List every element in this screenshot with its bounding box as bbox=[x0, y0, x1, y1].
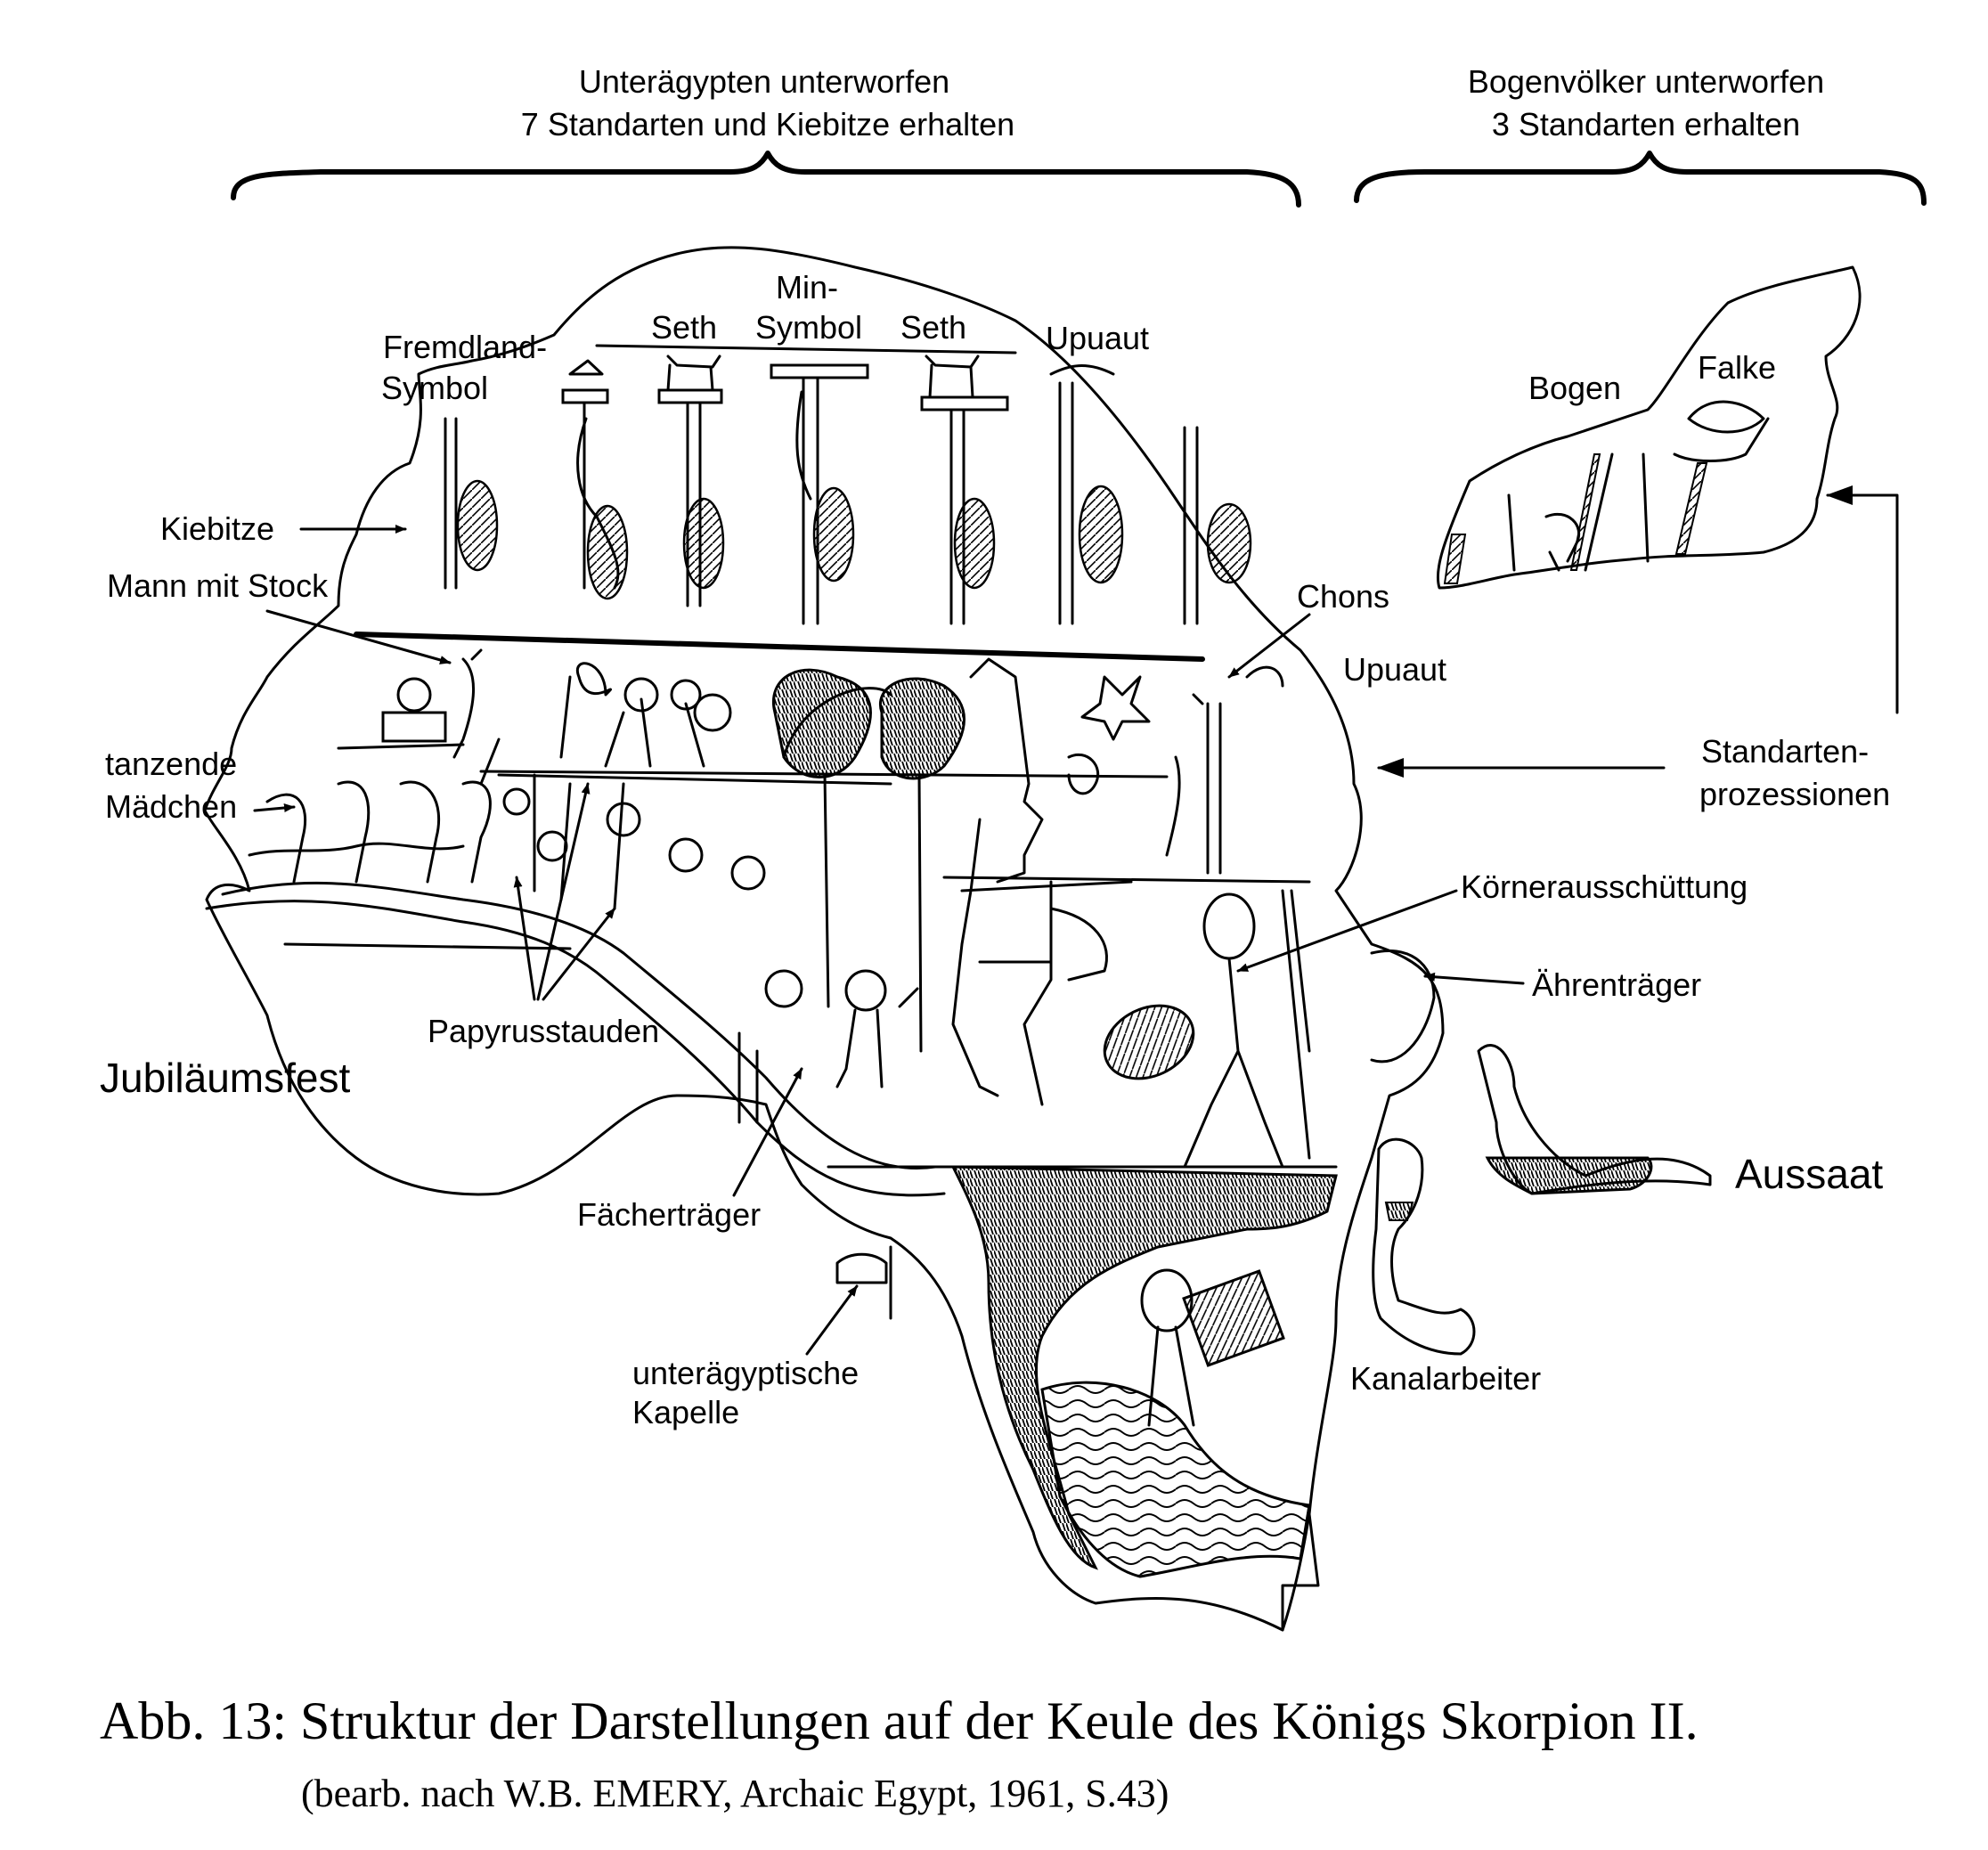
dancing-girls bbox=[248, 780, 492, 884]
label-papyrusstauden: Papyrusstauden bbox=[428, 1013, 659, 1049]
label-unteraegyptische: unterägyptische bbox=[632, 1355, 859, 1391]
label-min-1: Min- bbox=[776, 269, 838, 306]
caption-line1: Abb. 13: Struktur der Darstellungen auf … bbox=[100, 1691, 1699, 1750]
label-upuaut-mid: Upuaut bbox=[1343, 651, 1446, 688]
header-right-line2: 3 Standarten erhalten bbox=[1492, 106, 1800, 143]
canal bbox=[950, 1165, 1338, 1632]
label-koernerausschuettung: Körnerausschüttung bbox=[1461, 868, 1748, 905]
fans bbox=[772, 668, 965, 1053]
arrow-papyrus-2 bbox=[536, 782, 591, 1001]
label-tanzende: tanzende bbox=[105, 746, 237, 782]
arrow-papyrus-1 bbox=[513, 876, 536, 1001]
label-mann-mit-stock: Mann mit Stock bbox=[107, 567, 329, 604]
label-aehrentraeger: Ährenträger bbox=[1532, 966, 1701, 1003]
sowing-fragment bbox=[1372, 1044, 1712, 1356]
label-aussaat: Aussaat bbox=[1735, 1151, 1883, 1197]
arrow-papyrus-3 bbox=[542, 907, 616, 1001]
label-seth-right: Seth bbox=[900, 309, 966, 346]
bow-falcon-fragment bbox=[1436, 265, 1862, 590]
label-seth-left: Seth bbox=[651, 309, 717, 346]
lower-egyptian-chapel bbox=[835, 1245, 892, 1320]
main-fragment bbox=[203, 246, 1445, 1632]
king-figure bbox=[951, 657, 1133, 1106]
left-brace bbox=[231, 151, 1301, 208]
label-maedchen: Mädchen bbox=[105, 788, 237, 825]
label-fremdland-2: Symbol bbox=[381, 370, 488, 406]
arrow-kapelle bbox=[805, 1284, 859, 1356]
arrow-chons bbox=[1227, 613, 1311, 679]
label-chons: Chons bbox=[1297, 578, 1389, 615]
label-standarten-1: Standarten- bbox=[1701, 733, 1869, 770]
header-left-line1: Unterägypten unterworfen bbox=[579, 63, 949, 100]
header-left-line2: 7 Standarten und Kiebitze erhalten bbox=[521, 106, 1014, 143]
label-min-2: Symbol bbox=[755, 309, 862, 346]
right-standards bbox=[1067, 665, 1284, 875]
fan-bearer-figures bbox=[737, 969, 919, 1124]
label-kiebitze: Kiebitze bbox=[160, 510, 274, 547]
standard-poles bbox=[444, 355, 1199, 625]
arrow-tanzende bbox=[253, 803, 296, 812]
arrow-koerner bbox=[1236, 889, 1458, 973]
label-kanalarbeiter: Kanalarbeiter bbox=[1350, 1360, 1541, 1397]
lapwing-birds bbox=[456, 479, 1252, 600]
header-right-line1: Bogenvölker unterworfen bbox=[1468, 63, 1824, 100]
label-fremdland-1: Fremdland- bbox=[383, 329, 547, 365]
arrow-standarten-top bbox=[1826, 485, 1899, 714]
arrow-faechertraeger bbox=[732, 1067, 803, 1197]
papyrus-plants bbox=[479, 662, 892, 910]
arrows bbox=[253, 485, 1899, 1356]
arrow-aehren bbox=[1423, 972, 1525, 985]
man-with-stick bbox=[337, 648, 483, 759]
arrow-mann-mit-stock bbox=[265, 609, 452, 664]
caption-line2: (bearb. nach W.B. EMERY, Archaic Egypt, … bbox=[301, 1772, 1169, 1815]
right-brace bbox=[1354, 151, 1927, 206]
label-bogen: Bogen bbox=[1528, 370, 1621, 406]
label-jubilaeumsfest: Jubiläumsfest bbox=[100, 1055, 350, 1101]
grain-scatterer bbox=[1103, 889, 1436, 1169]
label-upuaut-top: Upuaut bbox=[1046, 320, 1149, 356]
label-falke: Falke bbox=[1698, 349, 1776, 386]
label-faechertraeger: Fächerträger bbox=[577, 1196, 761, 1233]
label-standarten-2: prozessionen bbox=[1699, 776, 1890, 812]
label-kapelle: Kapelle bbox=[632, 1394, 739, 1430]
